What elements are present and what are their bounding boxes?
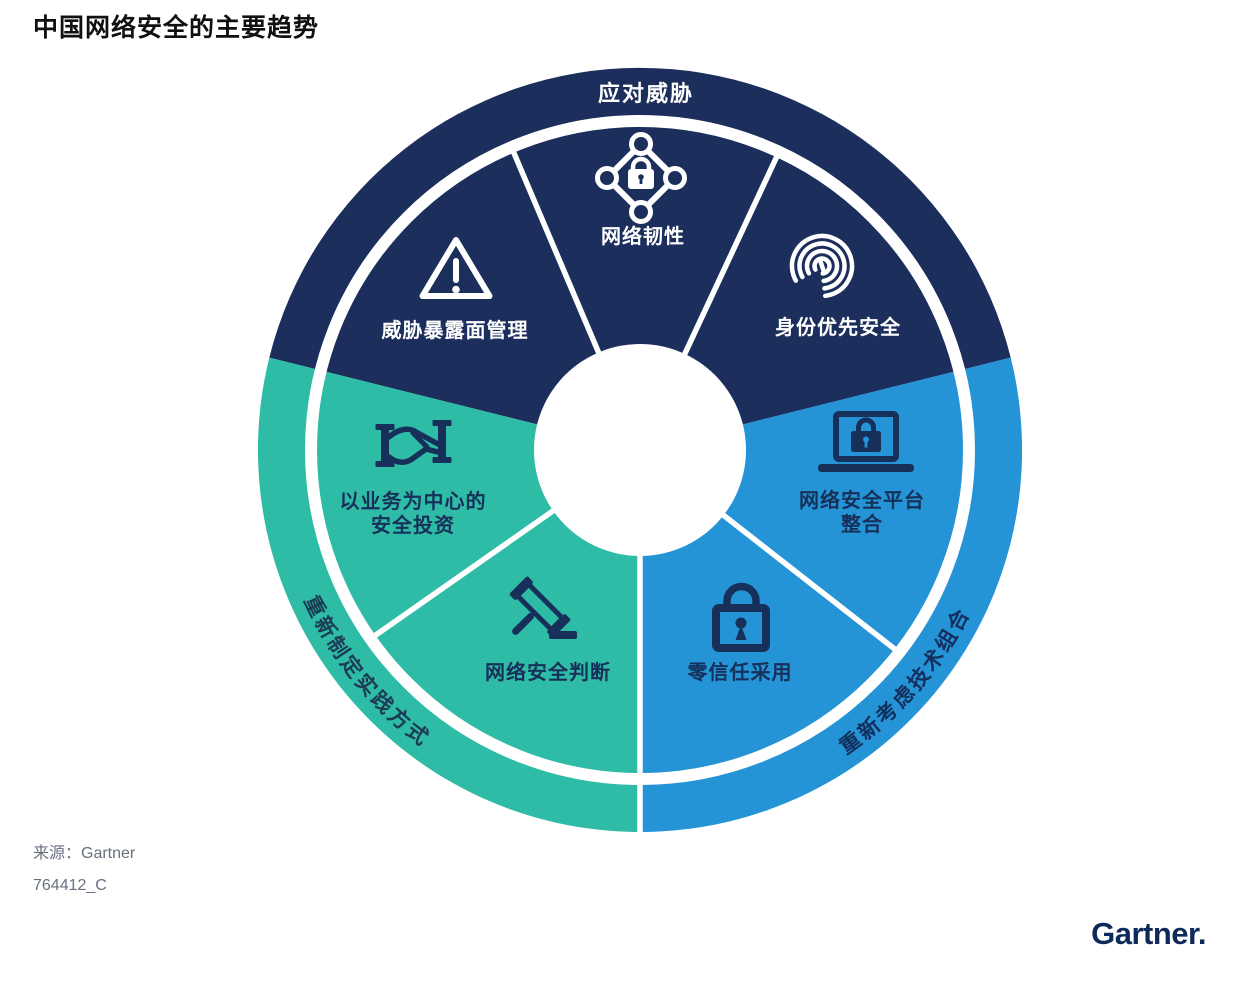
handshake-icon: [375, 420, 452, 467]
gavel-icon: [509, 576, 577, 639]
wedge-zero-trust-adoption: 零信任采用: [687, 582, 793, 684]
doc-id: 764412_C: [33, 877, 107, 894]
network-nodes-lock-icon: [595, 132, 687, 224]
fingerprint-icon: [789, 233, 855, 299]
divider-zerotrust-platform: [709, 503, 904, 657]
laptop-lock-icon: [818, 411, 914, 472]
section-label-respond-to-threats: 应对威胁: [598, 81, 694, 106]
page-title: 中国网络安全的主要趋势: [33, 15, 320, 42]
padlock-icon: [712, 582, 770, 652]
wedge-security-platform-consolidation: 网络安全平台 整合: [799, 411, 925, 536]
wheel-center-hole: [534, 344, 746, 556]
source-label: 来源：Gartner: [33, 845, 136, 862]
wedge-label-business-line2: 安全投资: [371, 513, 455, 537]
footer-source-block: 来源：Gartner 764412_C: [33, 846, 135, 894]
warning-triangle-icon: [419, 237, 493, 299]
gartner-logo: Gartner.: [1091, 916, 1206, 951]
wedge-label-platform-line2: 整合: [840, 512, 883, 536]
wedge-cyber-resilience: 网络韧性: [595, 132, 687, 248]
wedge-business-centric-investment: 以业务为中心的 安全投资: [340, 420, 487, 537]
sector-respond-to-threats: [269, 67, 1011, 450]
wedge-threat-exposure-management: 威胁暴露面管理: [382, 237, 529, 342]
wedge-label-cyber-resilience: 网络韧性: [601, 224, 685, 248]
divider-resilience-threat-exposure: [507, 143, 608, 369]
wedge-label-threat-exposure: 威胁暴露面管理: [382, 318, 529, 342]
wedge-label-platform-line1: 网络安全平台: [799, 488, 925, 512]
wedge-label-identity-first: 身份优先安全: [775, 315, 901, 339]
section-respond-to-threats: [269, 67, 1011, 450]
divider-business-judgment: [366, 499, 568, 643]
divider-resilience-identity: [675, 147, 783, 370]
wedge-cybersecurity-judgment: 网络安全判断: [485, 576, 611, 684]
wedge-identity-first-security: 身份优先安全: [775, 233, 901, 339]
wedge-label-judgment: 网络安全判断: [485, 660, 611, 684]
wedge-label-business-line1: 以业务为中心的: [340, 489, 487, 513]
wedge-label-zero-trust: 零信任采用: [687, 660, 793, 684]
